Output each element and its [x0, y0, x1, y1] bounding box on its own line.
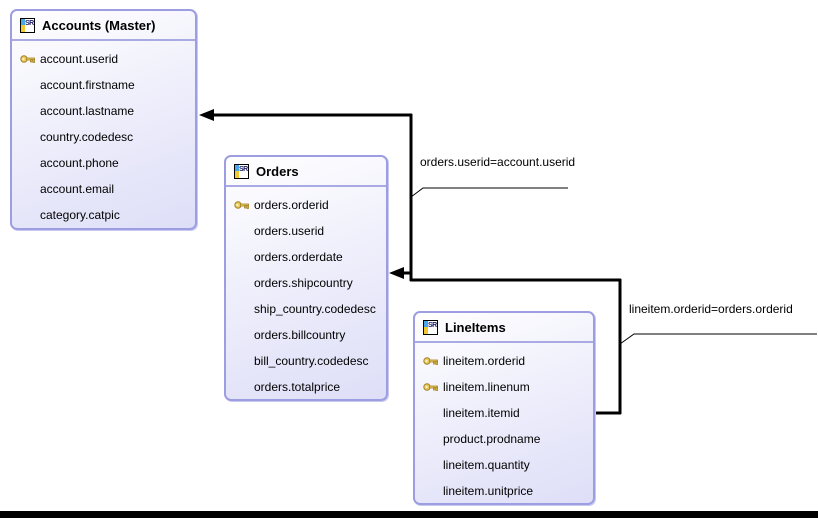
bottom-edge-bar	[0, 511, 818, 518]
field-row[interactable]: orders.totalprice	[226, 374, 386, 400]
primary-key-slot	[20, 54, 40, 64]
field-label: account.email	[40, 182, 115, 196]
field-label: orders.billcountry	[254, 328, 346, 342]
join-label-lineitems-orders[interactable]: lineitem.orderid=orders.orderid	[629, 302, 793, 316]
field-row[interactable]: orders.billcountry	[226, 322, 386, 348]
field-label: ship_country.codedesc	[254, 302, 376, 316]
field-label: lineitem.quantity	[443, 458, 530, 472]
field-row[interactable]: lineitem.orderid	[415, 348, 593, 374]
field-row[interactable]: orders.orderid	[226, 192, 386, 218]
field-row[interactable]: lineitem.itemid	[415, 400, 593, 426]
primary-key-icon	[423, 383, 438, 391]
field-label: orders.userid	[254, 224, 325, 238]
primary-key-icon	[234, 201, 249, 209]
field-list: orders.orderid orders.userid orders.orderd…	[226, 187, 386, 400]
field-label: product.prodname	[443, 432, 541, 446]
field-list: lineitem.orderid lineitem.linenum lineitem…	[415, 343, 593, 504]
field-row[interactable]: account.firstname	[12, 72, 195, 98]
field-label: bill_country.codedesc	[254, 354, 369, 368]
primary-key-slot	[234, 200, 254, 210]
field-row[interactable]: orders.shipcountry	[226, 270, 386, 296]
field-label: orders.shipcountry	[254, 276, 353, 290]
field-label: category.catpic	[40, 208, 120, 222]
field-row[interactable]: product.prodname	[415, 426, 593, 452]
table-title: Accounts (Master)	[42, 17, 156, 33]
field-label: account.firstname	[40, 78, 135, 92]
primary-key-slot	[423, 356, 443, 366]
sr-table-icon: SR	[423, 319, 438, 335]
field-row[interactable]: orders.userid	[226, 218, 386, 244]
field-row[interactable]: country.codedesc	[12, 124, 195, 150]
sr-table-icon: SR	[20, 17, 35, 33]
field-row[interactable]: bill_country.codedesc	[226, 348, 386, 374]
field-label: lineitem.itemid	[443, 406, 520, 420]
field-row[interactable]: ship_country.codedesc	[226, 296, 386, 322]
primary-key-slot	[423, 382, 443, 392]
field-row[interactable]: orders.orderdate	[226, 244, 386, 270]
field-label: account.lastname	[40, 104, 135, 118]
primary-key-icon	[423, 357, 438, 365]
field-label: account.phone	[40, 156, 119, 170]
table-header-lineitems[interactable]: SR LineItems	[415, 313, 593, 343]
join-label-orders-accounts[interactable]: orders.userid=account.userid	[420, 155, 576, 169]
field-label: country.codedesc	[40, 130, 134, 144]
table-title: Orders	[256, 163, 299, 179]
primary-key-icon	[20, 55, 35, 63]
field-row[interactable]: category.catpic	[12, 202, 195, 228]
field-label: lineitem.unitprice	[443, 484, 534, 498]
field-row[interactable]: lineitem.unitprice	[415, 478, 593, 504]
table-header-accounts[interactable]: SR Accounts (Master)	[12, 11, 195, 41]
table-header-orders[interactable]: SR Orders	[226, 157, 386, 187]
table-title: LineItems	[445, 319, 506, 335]
field-label: orders.totalprice	[254, 380, 341, 394]
field-row[interactable]: account.email	[12, 176, 195, 202]
field-row[interactable]: lineitem.linenum	[415, 374, 593, 400]
field-label: lineitem.linenum	[443, 380, 530, 394]
field-label: orders.orderid	[254, 198, 329, 212]
field-row[interactable]: account.phone	[12, 150, 195, 176]
field-row[interactable]: lineitem.quantity	[415, 452, 593, 478]
field-row[interactable]: account.userid	[12, 46, 195, 72]
table-box-lineitems[interactable]: SR LineItems lineitem.orderid lineitem.li…	[413, 311, 595, 505]
field-label: orders.orderdate	[254, 250, 343, 264]
sr-table-icon: SR	[234, 163, 249, 179]
field-label: account.userid	[40, 52, 119, 66]
field-list: account.userid account.firstname account.l…	[12, 41, 195, 228]
field-label: lineitem.orderid	[443, 354, 526, 368]
field-row[interactable]: account.lastname	[12, 98, 195, 124]
